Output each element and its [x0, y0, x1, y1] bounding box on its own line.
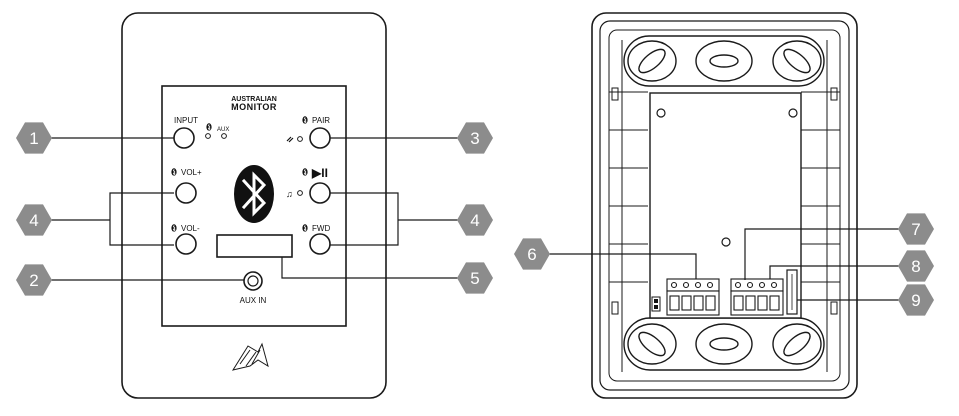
callout-badge-c8: [898, 250, 934, 282]
callout-number-c6: 6: [527, 245, 536, 264]
pair-led-indicator: [297, 136, 303, 142]
side-ribs: [609, 40, 840, 372]
callout-badge-c4r: [457, 204, 493, 236]
brand-logo-icon: [231, 342, 269, 371]
board-screw-hole: [788, 108, 798, 118]
back-leader-lines: [532, 228, 906, 301]
callout-number-c4l: 4: [29, 211, 38, 230]
vol-up-button[interactable]: [175, 182, 197, 204]
music-note-icon: ♫: [286, 189, 293, 199]
vol-down-label: VOL-: [181, 224, 200, 233]
brand-line1: AUSTRALIAN: [231, 96, 277, 103]
back-panel: [591, 12, 858, 399]
top-mounting-bracket: [623, 35, 825, 87]
input-label: INPUT: [174, 116, 198, 125]
pair-button[interactable]: [309, 127, 331, 149]
callout-badge-c9: [898, 284, 934, 316]
bluetooth-icon: [234, 165, 274, 223]
bottom-mounting-bracket: [623, 317, 825, 371]
board-screw-hole: [656, 108, 666, 118]
aux-led-indicator: [221, 133, 227, 139]
terminal-block-right: [730, 278, 784, 316]
vol-up-label: VOL+: [181, 168, 202, 177]
board-screw-hole: [721, 237, 731, 247]
callout-number-c9: 9: [911, 291, 920, 310]
bluetooth-small-icon: [302, 116, 308, 124]
bluetooth-small-icon: [171, 168, 177, 176]
terminal-block-left: [666, 278, 720, 316]
bluetooth-small-icon: [302, 168, 308, 176]
bluetooth-small-icon: [206, 123, 212, 131]
callout-number-c2: 2: [29, 271, 38, 290]
brand-line2: MONITOR: [231, 102, 277, 112]
callout-badge-c7: [898, 213, 934, 245]
jumper-header: [651, 296, 661, 312]
callout-badge-c4l: [16, 204, 52, 236]
callout-number-c3: 3: [470, 129, 479, 148]
play-pause-button[interactable]: [309, 182, 331, 204]
callout-badge-c6: [514, 238, 550, 270]
callout-number-c4r: 4: [470, 211, 479, 230]
callout-number-c1: 1: [29, 129, 38, 148]
callout-number-c8: 8: [911, 257, 920, 276]
pair-label: PAIR: [312, 116, 330, 125]
bluetooth-small-icon: [302, 224, 308, 232]
vol-down-button[interactable]: [175, 233, 197, 255]
callout-badge-c5: [457, 262, 493, 294]
link-icon: [286, 136, 294, 143]
callout-badge-c3: [457, 122, 493, 154]
callout-badges: 1 2 3 4 4 5 6 7 8 9: [16, 122, 934, 316]
aux-small-label: AUX: [217, 127, 229, 133]
bluetooth-small-icon: [171, 224, 177, 232]
bluetooth-led-indicator: [205, 133, 211, 139]
play-led-indicator: [297, 190, 303, 196]
play-pause-label: ▶II: [311, 166, 328, 180]
aux-in-jack-inner: [247, 275, 259, 287]
callout-badge-c1: [16, 122, 52, 154]
callout-badge-c2: [16, 264, 52, 296]
fwd-label: FWD: [312, 224, 330, 233]
aux-in-label: AUX IN: [240, 296, 267, 305]
front-leader-lines: [51, 137, 458, 281]
display-window: [216, 234, 293, 258]
input-button[interactable]: [173, 127, 195, 149]
callout-number-c5: 5: [470, 269, 479, 288]
callout-number-c7: 7: [911, 220, 920, 239]
front-panel: AUSTRALIAN MONITOR INPUT AUX PAIR VOL+: [121, 12, 387, 399]
fwd-button[interactable]: [309, 233, 331, 255]
